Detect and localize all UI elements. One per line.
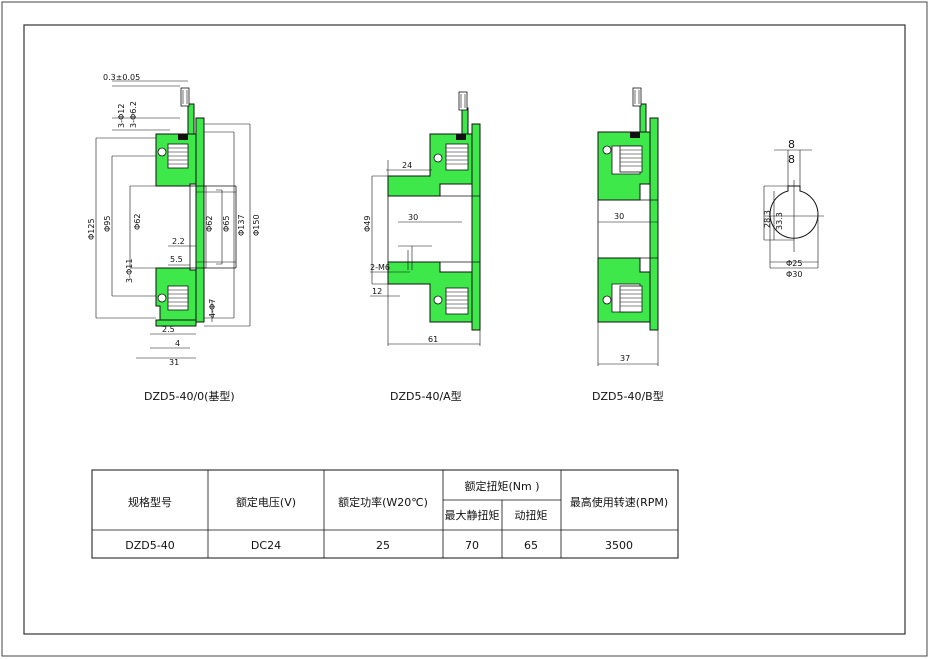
header-torque-group: 额定扭矩(Nm ) [464,479,539,493]
cell-dynamic-torque: 65 [524,539,538,552]
header-max-static-torque: 最大静扭矩 [445,508,500,522]
view-o-drawing [95,80,251,359]
spec-table-headers: 规格型号 额定电压(V) 额定功率(W20℃) 额定扭矩(Nm ) 最大静扭矩 … [128,479,668,522]
dim-2-2: 2.2 [172,237,185,246]
dim-holes-a: 3-Φ12 [117,104,126,128]
dim-31: 31 [169,358,179,367]
inner-border [23,24,906,635]
dim-d65: Φ65 [222,216,231,232]
dim-holes-c: 3-Φ11 [125,259,134,283]
dim-d125: Φ125 [87,218,96,240]
caption-view-a: DZD5-40/A型 [390,389,462,403]
header-dynamic-torque: 动扭矩 [515,508,548,522]
view-a-dims: 24 Φ49 30 2-M6 12 61 [363,161,438,344]
spec-table [91,469,679,559]
dim-d150: Φ150 [252,214,261,236]
dim-holes-b: 3-Φ6.2 [129,101,138,128]
dim-key-d30: Φ30 [786,270,802,279]
header-power: 额定功率(W20℃) [338,495,428,509]
dim-b-37: 37 [620,354,630,363]
dim-a-d49: Φ49 [363,216,372,232]
cell-power: 25 [376,539,390,552]
cell-max-speed: 3500 [605,539,633,552]
dim-d95: Φ95 [103,216,112,232]
dim-key-8a: 8 [788,138,795,151]
spec-table-row: DZD5-40 DC24 25 70 65 3500 [125,539,633,552]
dim-a-30: 30 [408,213,418,222]
dim-a-m6: 2-M6 [370,263,390,272]
dim-d137: Φ137 [237,214,246,236]
dim-a-12: 12 [372,287,382,296]
keyway-dims: 8 8 28.3 33.3 Φ25 Φ30 [763,138,802,279]
dim-d62-right: Φ62 [205,216,214,232]
dim-b-30: 30 [614,212,624,221]
view-o-dims: 0.3±0.05 3-Φ12 3-Φ6.2 Φ125 Φ95 Φ62 3-Φ11… [87,73,261,367]
cell-voltage: DC24 [251,539,281,552]
dim-key-8b: 8 [788,153,795,166]
caption-view-b: DZD5-40/B型 [592,389,664,403]
view-a-drawing [370,91,481,346]
dim-5-5: 5.5 [170,255,183,264]
header-max-speed: 最高使用转速(RPM) [570,495,668,509]
header-voltage: 额定电压(V) [236,495,296,509]
caption-view-o: DZD5-40/0(基型) [144,389,235,403]
cell-max-static-torque: 70 [465,539,479,552]
dim-a-24: 24 [402,161,412,170]
header-model: 规格型号 [128,495,172,509]
dim-key-33-3: 33.3 [775,212,784,230]
view-b-drawing [597,87,659,366]
dim-d62-left: Φ62 [133,214,142,230]
dim-2-5: 2.5 [162,325,175,334]
dim-gap: 0.3±0.05 [103,73,140,82]
keyway-drawing [763,149,824,269]
dim-key-28-3: 28.3 [763,210,772,228]
dim-holes-d: 4-Φ7 [208,299,217,318]
dim-4: 4 [175,339,180,348]
cell-model: DZD5-40 [125,539,174,552]
dim-key-d25: Φ25 [786,259,802,268]
view-b-dims: 30 37 [614,212,630,363]
dim-a-61: 61 [428,335,438,344]
